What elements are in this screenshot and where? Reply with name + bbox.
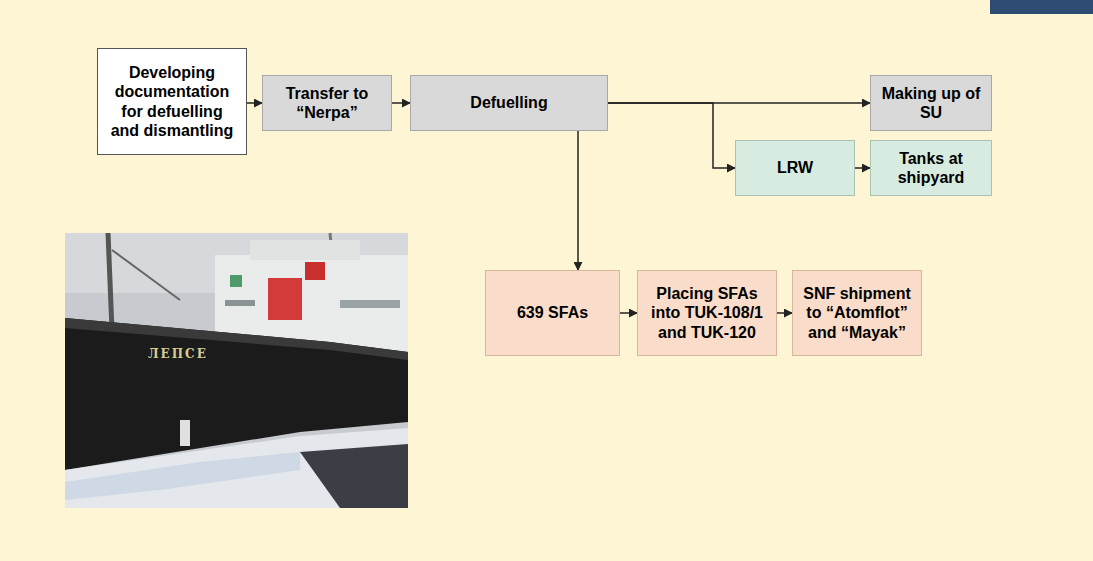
box-text: LRW bbox=[777, 158, 813, 177]
process-box: Making up of SU bbox=[870, 75, 992, 131]
process-box: Defuelling bbox=[410, 75, 608, 131]
flow-arrow bbox=[620, 312, 637, 314]
box-text: Tanks at shipyard bbox=[879, 149, 983, 187]
flow-arrow bbox=[392, 102, 410, 104]
flow-arrow bbox=[247, 102, 262, 104]
box-text: Defuelling bbox=[470, 93, 547, 112]
process-box: 639 SFAs bbox=[485, 270, 620, 356]
process-box: SNF shipment to “Atomflot” and “Mayak” bbox=[792, 270, 922, 356]
corner-tab bbox=[990, 0, 1093, 14]
box-text: Developing documentation for defuelling … bbox=[106, 63, 238, 140]
box-text: 639 SFAs bbox=[517, 303, 588, 322]
process-box: Developing documentation for defuelling … bbox=[97, 48, 247, 155]
process-box: Transfer to “Nerpa” bbox=[262, 75, 392, 131]
flow-arrow bbox=[577, 131, 579, 270]
process-box: Placing SFAs into TUK-108/1 and TUK-120 bbox=[637, 270, 777, 356]
box-text: Placing SFAs into TUK-108/1 and TUK-120 bbox=[646, 284, 768, 342]
process-box: LRW bbox=[735, 140, 855, 196]
flow-arrow bbox=[608, 103, 735, 168]
flow-arrow bbox=[855, 167, 870, 169]
flow-arrow bbox=[777, 312, 792, 314]
box-text: Making up of SU bbox=[879, 84, 983, 122]
ship-illustration bbox=[65, 233, 408, 508]
process-box: Tanks at shipyard bbox=[870, 140, 992, 196]
box-text: SNF shipment to “Atomflot” and “Mayak” bbox=[801, 284, 913, 342]
box-text: Transfer to “Nerpa” bbox=[271, 84, 383, 122]
hull-name: ЛЕПСЕ bbox=[148, 347, 208, 361]
